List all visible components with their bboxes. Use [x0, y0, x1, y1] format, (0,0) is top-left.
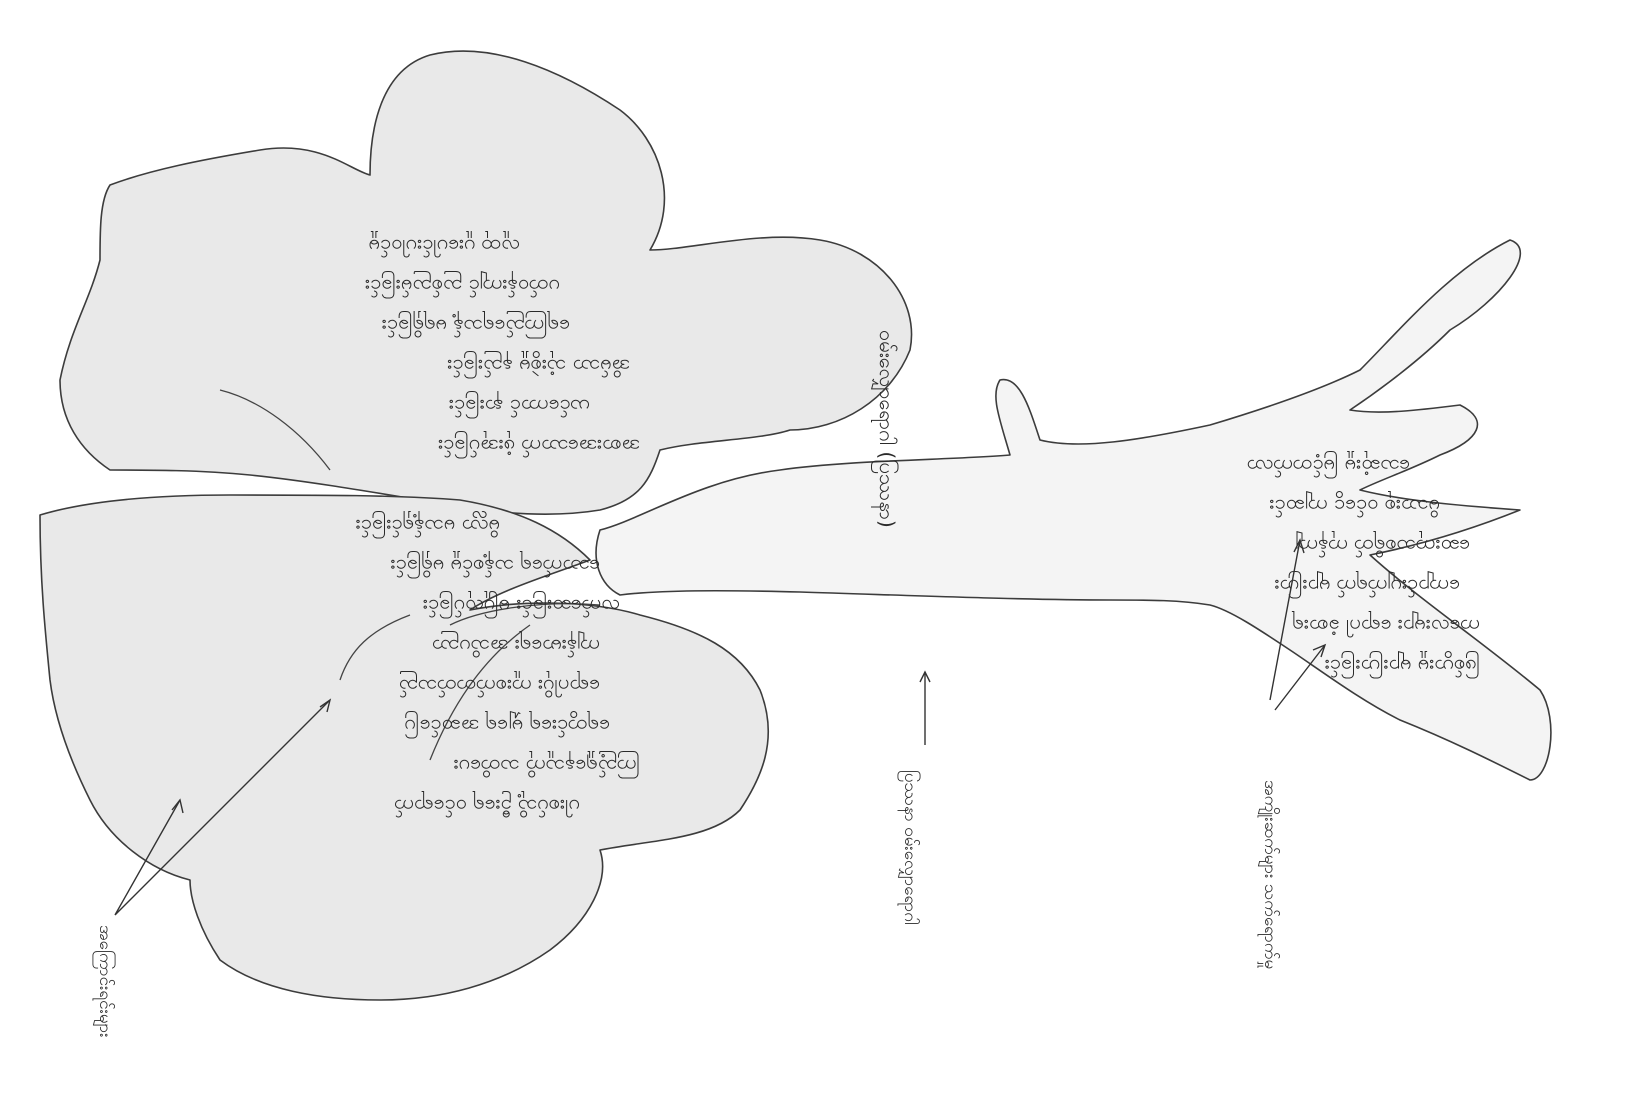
leaf-text-line: ကျန်းမာရေး အသိပညာ — [432, 631, 600, 659]
root-text-line: သေဆုံးမှု မြင့်တက်လာ — [1246, 451, 1410, 479]
leaf-text-line: အိမ်သာ သုံးစွဲမှု နည်းခြင်း — [447, 351, 630, 379]
leaves-annotation: အကြောင်းရင်းများ — [92, 925, 117, 1038]
trunk-annotation: ပြဿနာ ဝမ်းလျှောရောဂါ — [897, 770, 922, 925]
leaf-text-line: ရေကြည်ရေသန့် မရရှိခြင်း — [382, 311, 570, 339]
root-text-line: ဖြစ်ပွားမှု များပြားခြင်း — [1325, 651, 1480, 679]
leaf-text-line: ကြည့်ရှုနေသူကို သတိပေး — [454, 751, 640, 779]
leaf-text-line: ပတ်ဝန်းကျင် ညစ်ညမ်းခြင်း — [365, 271, 560, 299]
leaf-text-line: ရေတွင်းရေ မျှရေ အဆင်ပြေ — [404, 711, 610, 739]
root-text-line: ကျောင်းပျက်ရက် များပြား — [1275, 571, 1461, 599]
leaf-text-line: မိလ္လာ မသန့်ရှင်းခြင်း — [356, 511, 500, 539]
roots-annotation: အကျိုးဆက်များ သက်ရောက်မှု — [1257, 780, 1280, 969]
leaf-text-line: လူထု ပူးပေါင်းပါဝင်မှု — [369, 231, 520, 259]
root-text-line: ကလေးများ ရောဂါ ခံစားရ — [1292, 611, 1480, 639]
leaf-text-line: ပါးစပ်သို့ ဦးရေ ဝင်ရောက် — [394, 791, 580, 819]
trunk-label: ဝမ်းလျှောရောဂါ (ပြဿနာ) — [871, 330, 899, 528]
root-text-line: မိသားစု ဝင်ငွေ ကျဆင်း — [1269, 491, 1440, 519]
root-text-line: ဆေးကုသစရိတ် ကုန်ကျ — [1295, 531, 1470, 559]
leaf-text-line: သောက်ရေ သန့်စင်မှု မရှိခြင်း — [391, 551, 600, 579]
leaf-text-line: လက်ဆေးခြင်း မပြုလုပ်ခြင်း — [423, 591, 620, 619]
leaf-text-line: ရောဂါပိုး ကူးစက်တတ်သည် — [399, 671, 600, 699]
leaf-text-line: အစားအသောက် ဖုံးအုပ်ခြင်း — [438, 431, 640, 459]
leaf-text-line: ယင်ကောင် နားခြင်း — [449, 391, 590, 419]
